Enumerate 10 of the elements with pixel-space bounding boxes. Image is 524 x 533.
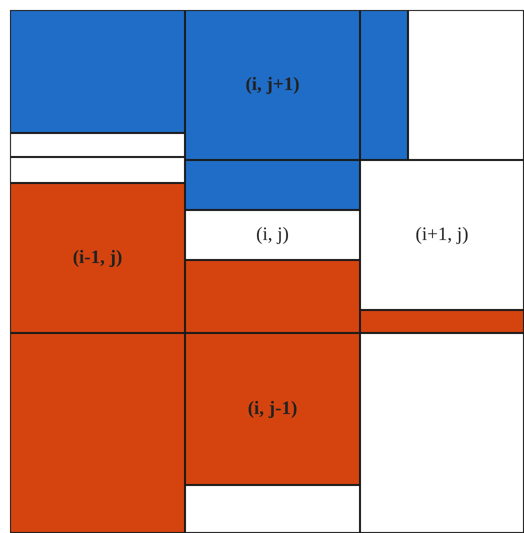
grid-cell — [360, 160, 524, 310]
cell-label: (i-1, j) — [72, 247, 122, 269]
grid-cell — [10, 183, 185, 333]
grid-cell — [185, 333, 360, 485]
cell-label: (i, j) — [256, 224, 289, 246]
grid-cell — [185, 10, 360, 160]
cell-label: (i, j-1) — [248, 398, 298, 420]
grid-cell — [185, 210, 360, 260]
cell-label: (i, j+1) — [245, 74, 300, 96]
cell-label: (i+1, j) — [416, 224, 468, 246]
